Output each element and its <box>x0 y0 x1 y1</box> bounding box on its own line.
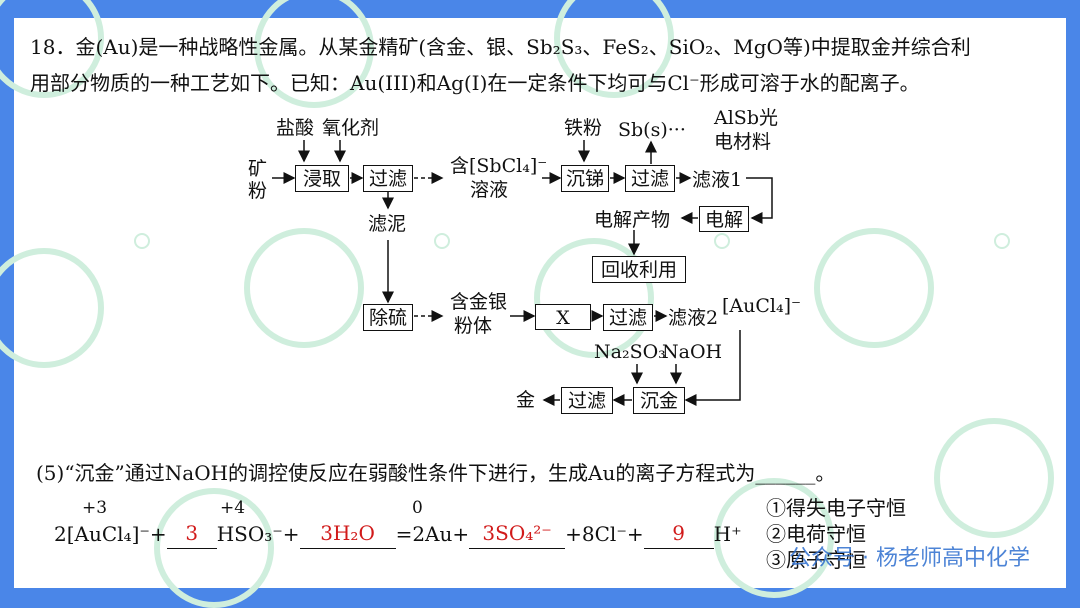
desulfur-box: 除硫 <box>363 304 413 331</box>
answer-h2o: 3H₂O <box>320 521 375 545</box>
filter-box-3: 过滤 <box>603 304 653 331</box>
precip-au-box: 沉金 <box>633 387 685 414</box>
sludge-label: 滤泥 <box>368 213 407 235</box>
ore-powder-label: 矿 粉 <box>248 158 268 202</box>
question-line-1: 18．金(Au)是一种战略性金属。从某金精矿(含金、银、Sb₂S₃、FeS₂、S… <box>30 35 971 59</box>
aucl4-annotation: [AuCl₄]⁻ <box>722 295 802 317</box>
watermark-dot <box>434 233 450 249</box>
reagent-na2so3: Na₂SO₃ <box>594 341 666 363</box>
watermark-seal <box>814 228 934 348</box>
alsb-label-2: 电材料 <box>714 131 772 153</box>
solution-label: 溶液 <box>470 179 509 201</box>
alsb-label-1: AlSb光 <box>714 107 778 129</box>
blank-so4: 3SO₄²⁻ <box>469 518 566 549</box>
electrolysis-box: 电解 <box>699 206 749 232</box>
sub-question-5: (5)“沉金”通过NaOH的调控使反应在弱酸性条件下进行，生成Au的离子方程式为… <box>36 461 836 485</box>
watermark-seal <box>534 238 654 358</box>
watermark-seal <box>154 488 274 608</box>
watermark-seal <box>0 248 104 368</box>
x-box: X <box>535 304 591 330</box>
equation-term-3: =2Au+ <box>395 522 470 546</box>
oxidation-state-au-product: 0 <box>412 498 423 518</box>
gold-silver-label-1: 含金银 <box>450 291 508 313</box>
oxidation-state-au: +3 <box>82 498 108 518</box>
gold-silver-label-2: 粉体 <box>454 315 493 337</box>
blank-h2o: 3H₂O <box>299 518 396 549</box>
answer-so4: 3SO₄²⁻ <box>482 521 552 545</box>
filter-box-1: 过滤 <box>363 165 413 192</box>
watermark-seal <box>714 478 834 598</box>
watermark-seal <box>934 418 1054 538</box>
filtrate-2-label: 滤液2 <box>668 307 719 329</box>
note-charge-conservation: ②电荷守恒 <box>766 522 866 546</box>
equation-term-2: HSO₃⁻+ <box>216 522 300 546</box>
oxidation-state-s: +4 <box>220 498 246 518</box>
equation-term-5: H⁺ <box>713 522 742 546</box>
recycle-box: 回收利用 <box>592 256 686 283</box>
reagent-naoh: NaOH <box>662 341 723 363</box>
watermark-seal <box>254 0 374 108</box>
reagent-iron: 铁粉 <box>564 117 603 139</box>
equation-term-4: +8Cl⁻+ <box>565 522 644 546</box>
electrolysis-product-label: 电解产物 <box>594 209 671 231</box>
watermark-dot <box>134 233 150 249</box>
note-atom-conservation: ③原子守恒 <box>766 548 866 572</box>
watermark-seal <box>244 228 364 348</box>
channel-watermark: 公众号 · 杨老师高中化学 <box>789 546 1030 571</box>
sbcl4-solution-label: 含[SbCl₄]⁻ <box>450 155 548 177</box>
watermark-seal <box>554 0 674 98</box>
ionic-equation: 2[AuCl₄]⁻+ 3 HSO₃⁻+ 3H₂O =2Au+ 3SO₄²⁻ +8Cl⁻+ 9 H… <box>54 518 742 549</box>
watermark-dot <box>994 233 1010 249</box>
question-line-2: 用部分物质的一种工艺如下。已知：Au(III)和Ag(I)在一定条件下均可与Cl… <box>30 71 920 95</box>
answer-hso3-coefficient: 3 <box>185 521 199 545</box>
equation-term-1: 2[AuCl₄]⁻+ <box>54 522 167 546</box>
filter-box-4: 过滤 <box>561 387 613 414</box>
precip-sb-box: 沉锑 <box>561 165 609 192</box>
flowchart-connectors <box>272 140 773 406</box>
sb-product-label: Sb(s)··· <box>618 119 686 141</box>
leach-box: 浸取 <box>295 165 349 192</box>
blank-h-coefficient: 9 <box>643 518 714 549</box>
answer-h-coefficient: 9 <box>672 521 685 545</box>
blank-hso3-coefficient: 3 <box>166 518 217 549</box>
reagent-hcl: 盐酸 <box>276 117 315 139</box>
filtrate-1-label: 滤液1 <box>692 169 743 191</box>
filter-box-2: 过滤 <box>625 165 675 192</box>
note-electron-conservation: ①得失电子守恒 <box>766 496 906 520</box>
gold-label: 金 <box>516 389 536 411</box>
reagent-oxidant: 氧化剂 <box>322 117 380 139</box>
watermark-seal <box>0 0 104 98</box>
watermark-dot <box>714 233 730 249</box>
